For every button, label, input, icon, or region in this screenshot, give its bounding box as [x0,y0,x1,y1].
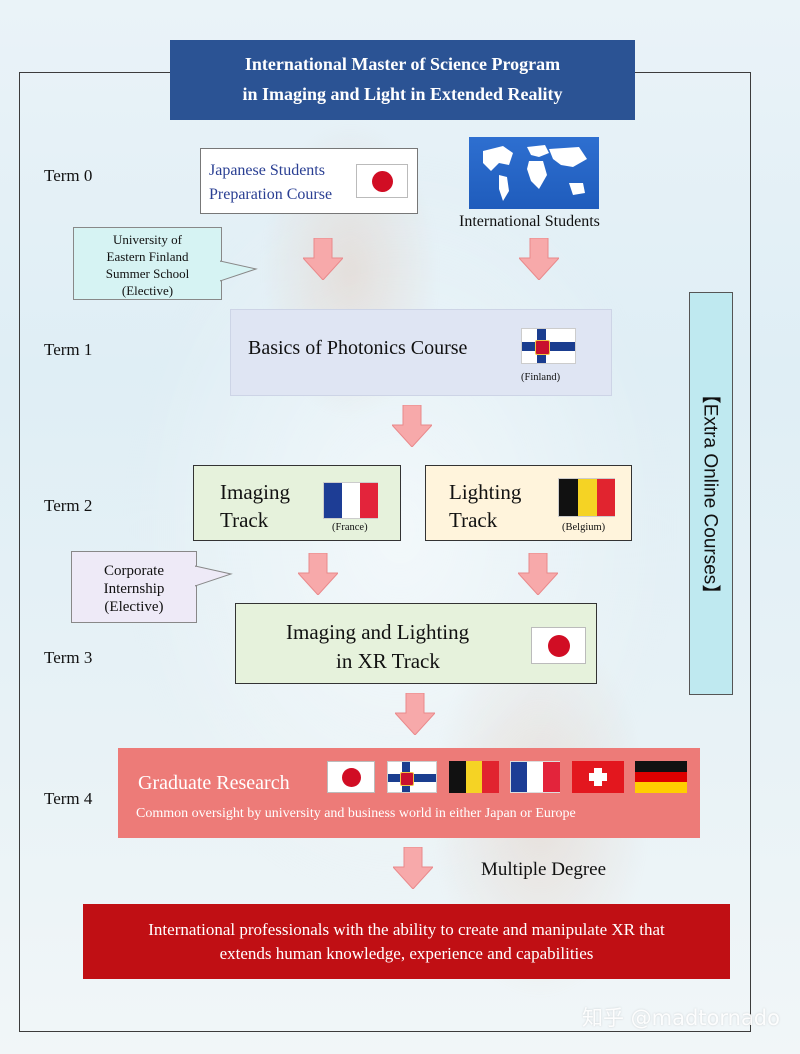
internship-line3: (Elective) [104,599,164,615]
finland-flag-icon [521,328,576,364]
preparation-line1: Japanese Students [209,162,325,179]
photonics-course-label: Basics of Photonics Course [248,337,468,359]
summer-school-line3: Summer School [105,266,190,281]
internship-callout: Corporate Internship (Elective) [71,551,197,623]
term-4-label: Term 4 [44,789,93,808]
finland-label: (Finland) [521,372,561,383]
term-1-label: Term 1 [44,340,93,359]
lighting-track-line1: Lighting [449,480,522,504]
extra-online-courses-label: 【Extra Online Courses】 [699,384,721,604]
program-title-line1: International Master of Science Program [244,54,561,74]
outcome-line1: International professionals with the abi… [148,920,665,939]
program-title-line2: in Imaging and Light in Extended Reality [242,84,563,104]
internship-line2: Internship [103,581,165,597]
term-3-label: Term 3 [44,648,93,667]
term-2-label: Term 2 [44,496,93,515]
term-0-label: Term 0 [44,166,93,185]
preparation-line2: Preparation Course [209,186,333,203]
summer-school-line4: (Elective) [121,283,174,298]
xr-track-line1: Imaging and Lighting [286,620,470,644]
multiple-degree-label: Multiple Degree [481,859,607,880]
graduate-research-title: Graduate Research [138,772,290,794]
extra-online-courses-box: 【Extra Online Courses】 [689,292,733,695]
xr-track-line2: in XR Track [336,649,440,673]
japan-flag-icon [356,164,408,198]
belgium-label: (Belgium) [562,522,606,533]
arrow-down-icon [519,238,559,280]
france-flag-icon [323,482,378,519]
arrow-down-icon [392,405,432,447]
outcome-box: International professionals with the abi… [83,904,730,979]
arrow-down-icon [303,238,343,280]
germany-flag-icon [635,761,687,793]
summer-school-line2: Eastern Finland [106,249,189,264]
world-map-icon [469,137,599,209]
switzerland-flag-icon [572,761,624,793]
imaging-track-line1: Imaging [220,480,290,504]
graduate-research-subtitle: Common oversight by university and busin… [136,806,576,821]
program-title: International Master of Science Program … [170,40,635,120]
france-flag-icon [510,761,560,793]
imaging-track-line2: Track [220,508,269,532]
japan-flag-icon [327,761,375,793]
international-students-label: International Students [459,213,600,230]
japan-flag-icon [531,627,586,664]
arrow-down-icon [395,693,435,735]
outcome-line2: extends human knowledge, experience and … [219,944,594,963]
belgium-flag-icon [449,761,499,793]
internship-callout-pointer [195,565,233,587]
summer-school-callout: University of Eastern Finland Summer Sch… [73,227,222,300]
belgium-flag-icon [558,478,615,517]
summer-school-line1: University of [113,232,182,247]
arrow-down-icon [518,553,558,595]
watermark: 知乎 @madtornado [581,1006,780,1030]
arrow-down-icon [298,553,338,595]
internship-line1: Corporate [104,563,164,579]
summer-school-callout-pointer [220,260,258,282]
arrow-down-icon [393,847,433,889]
lighting-track-line2: Track [449,508,498,532]
france-label: (France) [332,522,368,533]
finland-flag-icon [387,761,437,793]
